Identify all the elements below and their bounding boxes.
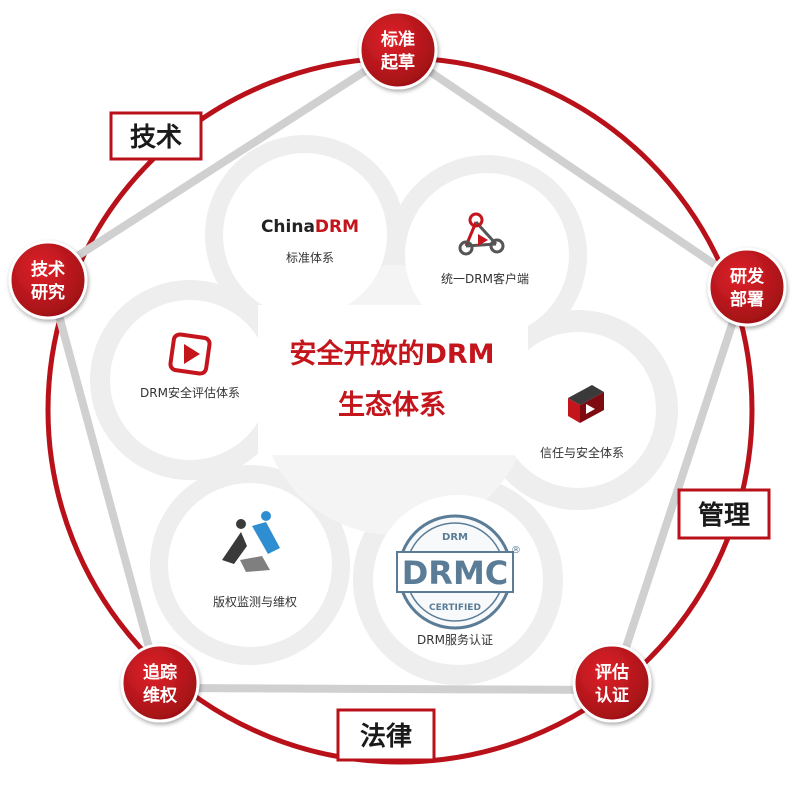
svg-text:追踪: 追踪	[143, 662, 177, 683]
center-title-line1: 安全开放的DRM	[289, 338, 494, 370]
svg-text:评估: 评估	[595, 662, 629, 683]
category-box-tech: 技术	[109, 111, 203, 161]
node-evaluation-certification: 评估 认证	[572, 643, 652, 723]
svg-text:标准: 标准	[381, 29, 415, 50]
pentagon-frame	[44, 46, 749, 694]
play-icon	[168, 332, 212, 376]
node-standard-drafting: 标准 起草	[358, 10, 438, 90]
chinadrm-logo: ChinaDRM	[261, 217, 359, 237]
flower-petals	[90, 135, 678, 685]
connected-nodes-icon	[458, 212, 505, 256]
petal-trust-label: 信任与安全体系	[540, 445, 624, 460]
petal-monitoring-content: 版权监测与维权	[213, 511, 297, 609]
node-rd-deployment: 研发 部署	[707, 247, 787, 327]
petal-client-label: 统一DRM客户端	[441, 271, 529, 286]
people-share-icon	[222, 511, 280, 572]
category-box-management: 管理	[677, 488, 771, 540]
svg-text:技术: 技术	[130, 123, 182, 153]
badge-registered-mark: ®	[511, 545, 521, 556]
petal-standard-content: ChinaDRM 标准体系	[261, 217, 359, 265]
petal-certification-content: DRM DRMC ® CERTIFIED DRM服务认证	[396, 514, 521, 647]
node-tech-research: 技术 研究	[8, 240, 88, 320]
svg-text:起草: 起草	[380, 52, 415, 73]
svg-text:技术: 技术	[31, 259, 65, 280]
svg-text:法律: 法律	[360, 722, 412, 752]
badge-top-text: DRM	[442, 532, 468, 543]
petal-trust-content: 信任与安全体系	[540, 385, 624, 460]
svg-text:认证: 认证	[595, 685, 629, 706]
logo-suffix: DRM	[315, 217, 359, 237]
node-tracking-rights: 追踪 维权	[120, 643, 200, 723]
petal-client-content: 统一DRM客户端	[441, 212, 529, 286]
shield-play-icon	[568, 385, 604, 423]
petal-standard-label: 标准体系	[286, 251, 334, 265]
logo-prefix: China	[261, 217, 315, 237]
svg-text:管理: 管理	[698, 501, 750, 531]
svg-text:研究: 研究	[31, 282, 65, 303]
center-title-line2: 生态体系	[338, 390, 446, 421]
category-box-law: 法律	[336, 708, 436, 762]
petal-evaluation-label: DRM安全评估体系	[140, 385, 240, 400]
petal-certification-label: DRM服务认证	[417, 632, 493, 647]
petal-monitoring-label: 版权监测与维权	[213, 595, 297, 609]
badge-main-text: DRMC	[402, 554, 509, 592]
svg-text:维权: 维权	[143, 685, 178, 706]
petal-evaluation-content: DRM安全评估体系	[140, 332, 240, 400]
badge-bottom-text: CERTIFIED	[429, 603, 481, 613]
svg-text:研发: 研发	[730, 266, 765, 287]
drmc-certified-badge: DRM DRMC ® CERTIFIED	[396, 514, 521, 630]
svg-text:部署: 部署	[730, 289, 764, 310]
